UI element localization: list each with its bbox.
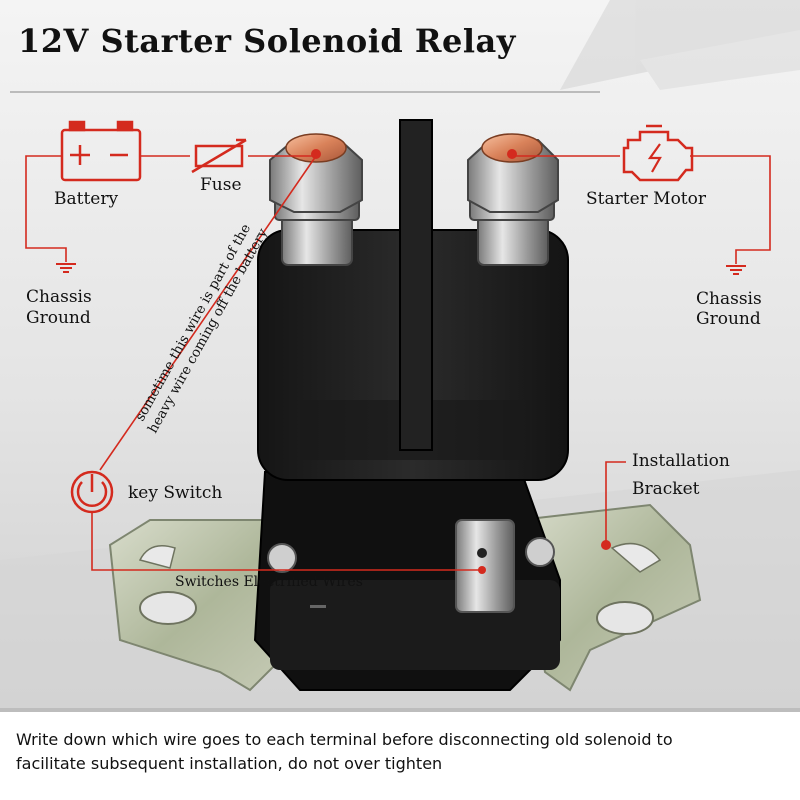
footer-line-1: Write down which wire goes to each termi… <box>16 730 673 749</box>
wire-keyswitch-spade <box>91 512 482 571</box>
chassis-ground-right-label-1: Chassis <box>696 289 762 309</box>
terminal-right-dot <box>507 149 517 159</box>
chassis-ground-left-label-1: Chassis <box>26 287 92 307</box>
chassis-ground-left-icon <box>56 263 76 273</box>
fuse-icon <box>191 138 247 174</box>
wire-motor-ground <box>690 155 771 264</box>
installation-bracket <box>108 503 702 692</box>
switches-wires-label: Switches Electrified Wires <box>175 574 363 590</box>
footer-divider <box>0 708 800 712</box>
starter-motor-label: Starter Motor <box>586 189 706 209</box>
rivet-right <box>525 537 555 567</box>
chassis-ground-left-label-2: Ground <box>26 308 91 328</box>
chassis-ground-right-label-2: Ground <box>696 309 761 329</box>
key-switch-icon <box>70 470 114 514</box>
terminal-left <box>269 133 363 266</box>
battery-label: Battery <box>54 189 119 209</box>
bracket-hole-right <box>596 601 654 635</box>
footer-line-2: facilitate subsequent installation, do n… <box>16 754 443 773</box>
battery-icon <box>60 120 142 182</box>
header-stripes <box>560 0 800 90</box>
page-title: 12V Starter Solenoid Relay <box>18 22 516 60</box>
bracket-dot <box>601 540 611 550</box>
footer-panel <box>0 712 800 800</box>
wire-battery-ground <box>25 155 67 262</box>
rivet-left <box>267 543 297 573</box>
installation-bracket-label-2: Bracket <box>632 479 700 499</box>
spade-terminal <box>455 519 515 613</box>
fuse-label: Fuse <box>200 175 242 195</box>
chassis-ground-right-icon <box>726 265 746 275</box>
center-rib <box>399 119 433 451</box>
key-switch-label: key Switch <box>128 483 223 503</box>
bracket-hole-left <box>139 591 197 625</box>
wire-terminal-keyswitch <box>99 155 317 471</box>
starter-motor-icon <box>622 124 694 182</box>
wiring <box>25 155 771 571</box>
footer-note: Write down which wire goes to each termi… <box>16 728 796 776</box>
spade-dot <box>478 566 486 574</box>
terminal-right <box>467 133 559 266</box>
installation-bracket-label-1: Installation <box>632 451 730 471</box>
bracket-pointer <box>605 461 626 545</box>
terminal-left-dot <box>311 149 321 159</box>
